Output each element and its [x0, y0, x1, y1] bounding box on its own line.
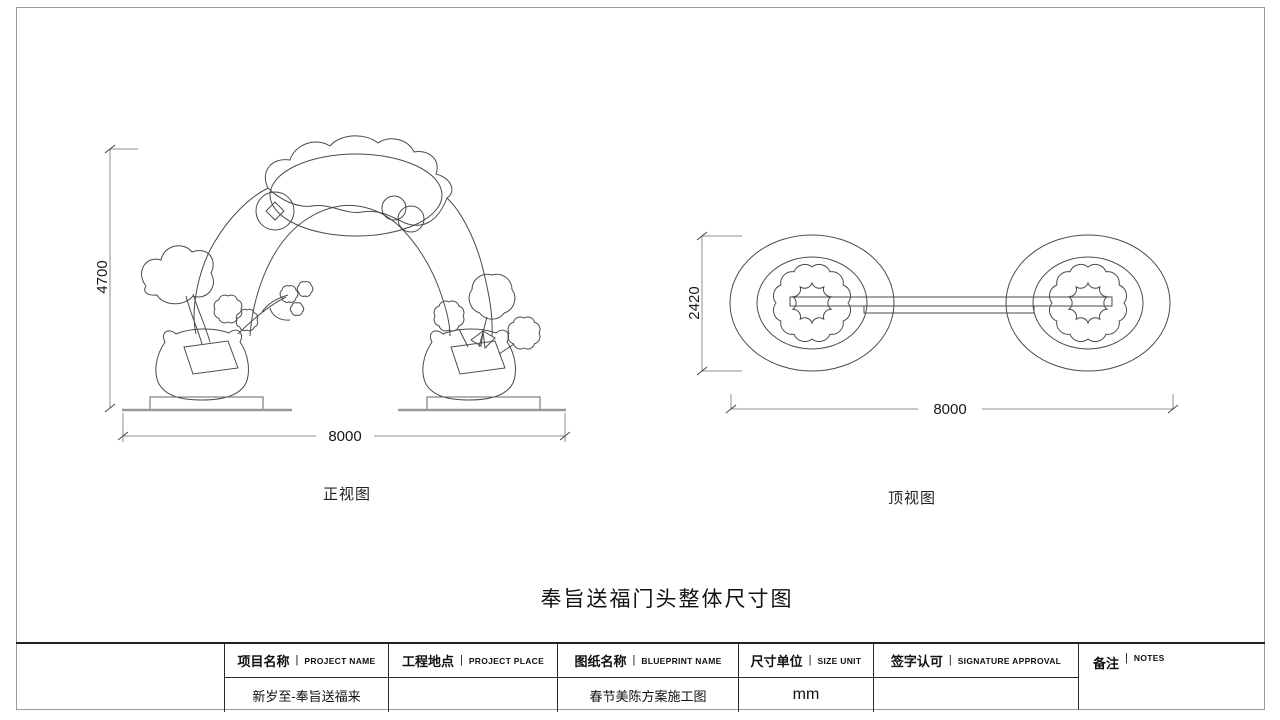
right-pot-opening — [450, 340, 506, 375]
left-tree-trunk — [185, 293, 211, 345]
right-outer-ellipse — [1005, 234, 1171, 372]
header-separator: | — [295, 653, 299, 666]
blueprint-canvas: 4700 8000 2420 8000 — [94, 135, 1179, 445]
arch-right-leg — [446, 197, 493, 337]
header-blueprint-name: 图纸名称 | BLUEPRINT NAME — [557, 644, 738, 678]
left-base-plate — [149, 396, 264, 411]
blossom — [296, 281, 314, 297]
header-zh: 尺寸单位 — [750, 654, 803, 669]
value-blueprint-name: 春节美陈方案施工图 — [557, 678, 738, 712]
left-pot-opening — [183, 340, 239, 375]
header-zh: 工程地点 — [401, 654, 454, 669]
top-view-caption: 顶视图 — [887, 490, 936, 507]
right-middle-ellipse — [1032, 256, 1144, 350]
front-width-dim-label: 8000 — [328, 428, 361, 445]
top-height-dim-label: 2420 — [686, 286, 703, 319]
right-clover — [468, 273, 516, 320]
value-signature-approval — [873, 678, 1078, 712]
header-separator: | — [632, 653, 636, 666]
header-separator: | — [1125, 652, 1128, 664]
header-project-name: 项目名称 | PROJECT NAME — [224, 644, 388, 678]
left-pot — [155, 328, 249, 401]
header-separator: | — [948, 653, 952, 666]
value-project-place — [388, 678, 557, 712]
front-view-drawing — [141, 135, 541, 411]
sheet-border-frame — [16, 7, 1265, 710]
front-view-caption: 正视图 — [322, 486, 371, 503]
cloud-bump-small — [381, 195, 407, 221]
coin-circle — [255, 191, 295, 231]
header-en: PROJECT NAME — [304, 655, 376, 666]
blossom — [279, 285, 299, 303]
top-width-dim-label: 8000 — [933, 401, 966, 418]
top-view-drawing — [729, 234, 1171, 372]
arch-opening — [249, 204, 451, 337]
left-flower-cloud — [235, 308, 259, 332]
header-zh: 签字认可 — [890, 654, 943, 669]
sheet-title: 奉旨送福门头整体尺寸图 — [540, 588, 794, 611]
right-cloud-ring-outer — [1048, 263, 1128, 343]
connecting-beam-lower — [863, 305, 1035, 314]
arch-cloud-top — [264, 135, 453, 199]
header-separator: | — [459, 653, 463, 666]
header-size-unit: 尺寸单位 | SIZE UNIT — [738, 644, 873, 678]
header-zh: 备注 — [1093, 656, 1120, 671]
right-flower-cloud — [507, 316, 541, 350]
coin-diamond — [265, 201, 285, 221]
header-en: SIZE UNIT — [817, 655, 862, 666]
header-zh: 图纸名称 — [574, 654, 627, 669]
header-project-place: 工程地点 | PROJECT PLACE — [388, 644, 557, 678]
left-cloud-ring-inner — [791, 281, 833, 325]
right-flower-cloud — [433, 300, 465, 332]
left-branch — [237, 294, 291, 335]
top-view-dimensions — [696, 231, 1179, 414]
left-middle-ellipse — [756, 256, 868, 350]
right-pot — [422, 328, 516, 401]
header-separator: | — [808, 653, 812, 666]
arch-cloud-bottom — [267, 187, 448, 226]
header-en: SIGNATURE APPROVAL — [957, 655, 1062, 666]
titleblock-table: 项目名称 | PROJECT NAME 工程地点 | PROJECT PLACE… — [16, 642, 1265, 712]
cloud-bump-large — [397, 205, 425, 233]
header-en: NOTES — [1133, 653, 1165, 663]
header-notes: 备注 | NOTES — [1078, 644, 1265, 710]
left-flower-cloud — [213, 294, 243, 324]
left-outer-ellipse — [729, 234, 895, 372]
connecting-beam-upper — [789, 296, 1113, 307]
value-project-name: 新岁至-奉旨送福来 — [224, 678, 388, 712]
right-cloud-ring-inner — [1067, 281, 1109, 325]
front-height-dim-label: 4700 — [94, 260, 111, 293]
blossom — [289, 302, 305, 316]
cloud-panel-ellipse — [269, 153, 443, 237]
header-en: PROJECT PLACE — [468, 655, 545, 666]
right-stems — [458, 316, 515, 355]
left-cloud-ring-outer — [772, 263, 852, 343]
front-view-dimensions — [104, 144, 571, 442]
right-bow — [470, 329, 496, 350]
value-size-unit: mm — [738, 678, 873, 712]
header-zh: 项目名称 — [237, 654, 290, 669]
arch-left-leg — [193, 187, 269, 335]
header-en: BLUEPRINT NAME — [641, 655, 722, 666]
left-tree-canopy — [141, 245, 214, 305]
header-signature-approval: 签字认可 | SIGNATURE APPROVAL — [873, 644, 1078, 678]
